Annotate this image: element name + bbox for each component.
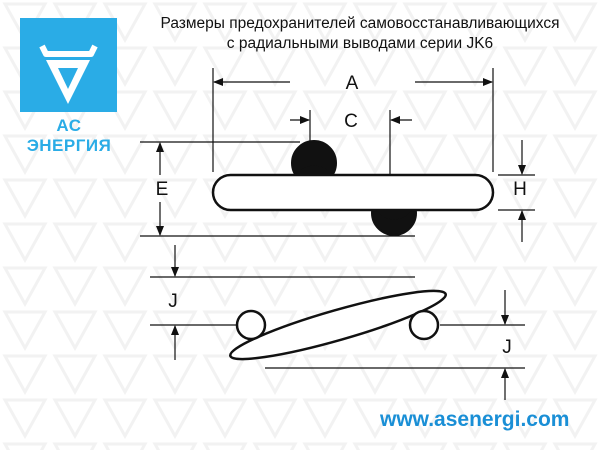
label-h: H <box>513 179 527 200</box>
lead-side-right <box>408 309 440 341</box>
label-c: C <box>344 111 358 132</box>
title-line-1: Размеры предохранителей самовосстанавлив… <box>160 15 560 32</box>
title-line-2: с радиальными выводами серии JK6 <box>226 35 494 52</box>
label-j-right: J <box>502 337 512 358</box>
lead-side-left <box>235 309 267 341</box>
label-e: E <box>156 179 169 200</box>
website-link[interactable]: www.asenergi.com <box>380 408 570 431</box>
page-title: Размеры предохранителей самовосстанавлив… <box>130 14 590 54</box>
fuse-side-body <box>229 289 447 361</box>
company-logo <box>20 18 117 112</box>
label-j-left: J <box>168 291 178 312</box>
logo-emblem-icon <box>39 44 98 104</box>
logo-text: АС ЭНЕРГИЯ <box>26 116 112 155</box>
fuse-body <box>211 173 495 212</box>
label-a: A <box>346 73 359 94</box>
